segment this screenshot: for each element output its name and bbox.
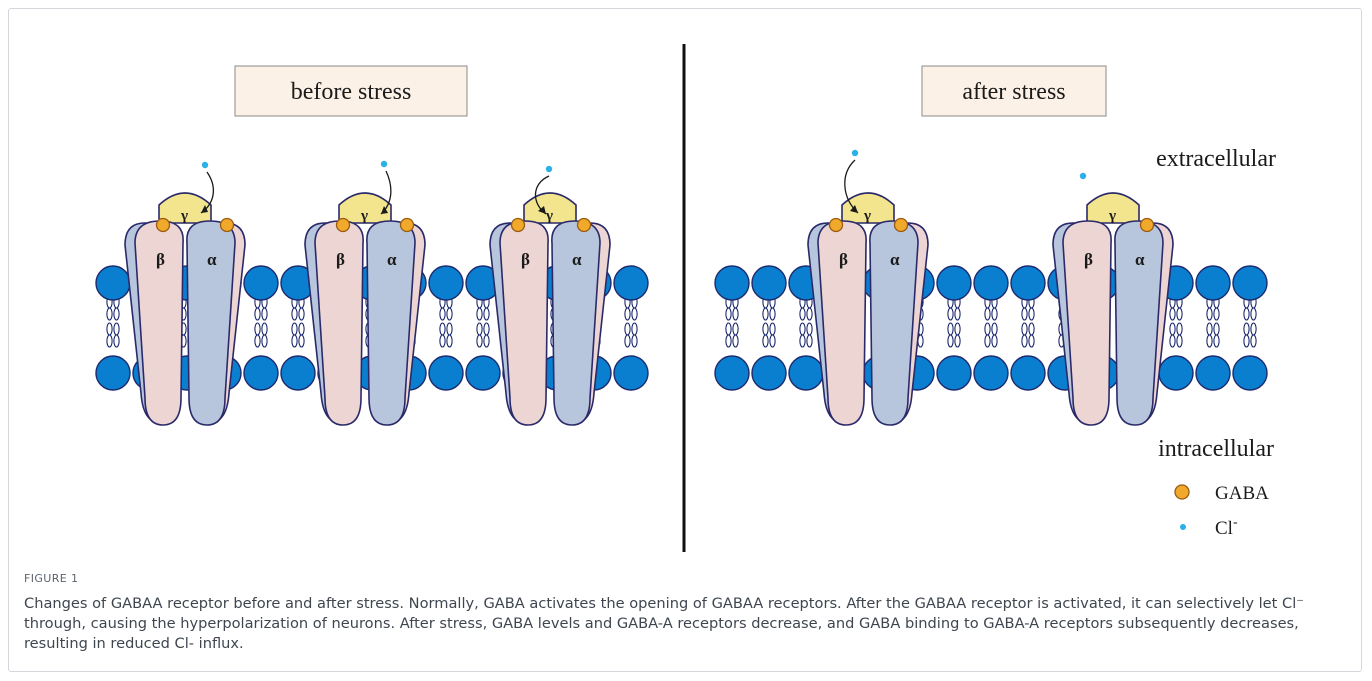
figure-caption: Changes of GABAA receptor before and aft… — [24, 594, 1349, 654]
extracellular-label: extracellular — [1156, 146, 1276, 172]
phospholipid — [1196, 266, 1230, 390]
phospholipid — [752, 266, 786, 390]
beta-label: β — [521, 250, 530, 269]
before-stress-title: before stress — [291, 79, 412, 105]
legend: GABA Cl- — [1175, 483, 1269, 539]
intracellular-label: intracellular — [1158, 436, 1274, 462]
gamma-label: γ — [360, 208, 368, 224]
gabaa-receptor-diagram: β α γ β α γ β α γ β α γ β α γ — [8, 8, 1362, 568]
figure-label: FIGURE 1 — [24, 572, 78, 585]
alpha-label: α — [387, 250, 397, 269]
gaba-molecule — [157, 219, 170, 232]
phospholipid — [614, 266, 648, 390]
right-membrane-bilayer — [715, 266, 1267, 390]
gaba-molecule — [221, 219, 234, 232]
phospholipid — [429, 266, 463, 390]
gaba-legend-label: GABA — [1215, 483, 1269, 504]
gaba-molecule — [401, 219, 414, 232]
receptor-after-1 — [808, 193, 928, 425]
gamma-label: γ — [180, 208, 188, 224]
phospholipid — [96, 266, 130, 390]
phospholipid — [1011, 266, 1045, 390]
after-stress-title-box: after stress — [922, 66, 1106, 116]
chloride-superscript: - — [1233, 515, 1238, 530]
alpha-label: α — [890, 250, 900, 269]
chloride-ion — [202, 162, 208, 168]
alpha-label: α — [572, 250, 582, 269]
gamma-label: γ — [1108, 208, 1116, 224]
gaba-molecule — [895, 219, 908, 232]
chloride-legend-label: Cl- — [1215, 515, 1238, 539]
phospholipid — [937, 266, 971, 390]
gaba-molecule — [337, 219, 350, 232]
gaba-legend-icon — [1175, 485, 1189, 499]
chloride-ion — [1080, 173, 1086, 179]
gaba-molecule — [512, 219, 525, 232]
phospholipid — [715, 266, 749, 390]
chloride-ion — [852, 150, 858, 156]
gamma-label: γ — [545, 208, 553, 224]
beta-label: β — [336, 250, 345, 269]
before-stress-title-box: before stress — [235, 66, 467, 116]
chloride-legend-icon — [1180, 524, 1186, 530]
gaba-molecule — [1141, 219, 1154, 232]
beta-label: β — [156, 250, 165, 269]
gaba-molecule — [830, 219, 843, 232]
chloride-ion — [381, 161, 387, 167]
after-stress-title: after stress — [962, 79, 1065, 105]
gamma-label: γ — [863, 208, 871, 224]
alpha-label: α — [1135, 250, 1145, 269]
phospholipid — [974, 266, 1008, 390]
chloride-ion — [546, 166, 552, 172]
beta-label: β — [839, 250, 848, 269]
phospholipid — [1233, 266, 1267, 390]
receptor-after-2 — [1053, 193, 1173, 425]
alpha-label: α — [207, 250, 217, 269]
receptor-before-3 — [490, 193, 610, 425]
gaba-molecule — [578, 219, 591, 232]
phospholipid — [244, 266, 278, 390]
beta-label: β — [1084, 250, 1093, 269]
